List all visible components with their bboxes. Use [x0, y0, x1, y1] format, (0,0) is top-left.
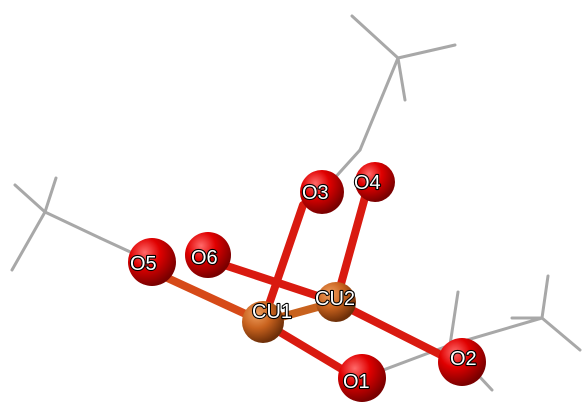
atom-cu1	[242, 301, 284, 343]
atom-labels: O3 O4 O5 O6 CU2 CU1 O1 O2	[129, 171, 478, 394]
bond-h-right-2	[540, 316, 582, 352]
bond-h-left-3	[10, 210, 47, 272]
bond-h-right-a1	[448, 290, 460, 347]
atom-o6	[185, 232, 231, 278]
bond-c-c-left	[43, 210, 102, 240]
atom-o3	[300, 170, 344, 214]
label-o5: O5	[130, 253, 157, 275]
label-o4: O4	[354, 172, 381, 194]
atom-spheres	[128, 162, 486, 402]
label-cu2: CU2	[315, 288, 355, 310]
atom-o5	[128, 238, 176, 286]
label-o1: O1	[343, 371, 370, 393]
label-o3: O3	[302, 182, 329, 204]
bond-h-top-1	[350, 14, 400, 60]
bond-h-top-2	[396, 43, 457, 60]
bond-h-top-3	[396, 56, 407, 102]
coordination-bonds	[146, 186, 459, 387]
label-o6: O6	[191, 247, 218, 269]
bond-h-left-1	[13, 183, 47, 214]
bond-c-c-top	[358, 56, 400, 152]
atom-o4	[355, 162, 395, 202]
atom-o2	[438, 338, 486, 386]
ligand-wireframe	[10, 14, 582, 392]
atom-cu2	[316, 282, 356, 322]
atom-o1	[338, 354, 386, 402]
bond-h-left-2	[43, 176, 58, 214]
label-cu1: CU1	[252, 301, 292, 323]
label-o2: O2	[450, 348, 477, 370]
bond-cu2-o6	[211, 258, 340, 306]
bond-h-right-1	[540, 274, 550, 320]
bond-cu2-o2	[332, 298, 459, 366]
